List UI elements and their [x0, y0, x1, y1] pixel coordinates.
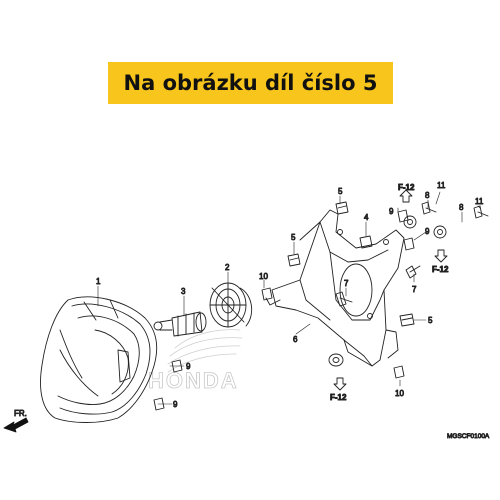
clip-nut-5c [399, 313, 415, 327]
grommet-8a [403, 215, 417, 229]
headlight-stay-bracket [265, 209, 405, 367]
clip-9b [403, 237, 415, 251]
callout-5b: 5 [291, 233, 296, 242]
clip-9c [171, 359, 183, 373]
honda-watermark: HONDA [148, 368, 239, 393]
callout-5c: 5 [428, 316, 433, 325]
callout-7b: 7 [412, 285, 417, 294]
banner-text: Na obrázku díl číslo 5 [123, 71, 378, 95]
callout-6: 6 [293, 335, 298, 344]
bolt-7a [335, 291, 353, 307]
grommet-8b [433, 225, 447, 239]
headlight-assembly [40, 296, 158, 423]
screw-11b [473, 205, 489, 219]
screw-11a [421, 201, 437, 215]
front-label: FR. [14, 409, 27, 418]
bolt-7b [405, 265, 421, 279]
clip-nut-5b [287, 253, 301, 267]
ref-label-f12a: F-12 [398, 183, 415, 192]
honda-wing-logo [167, 329, 243, 373]
callout-2: 2 [225, 263, 230, 272]
clip-9d [153, 397, 165, 411]
callout-9c: 9 [186, 362, 191, 371]
callout-8a: 8 [425, 191, 430, 200]
ref-label-f12b: F-12 [432, 265, 449, 274]
callout-11b: 11 [475, 197, 484, 206]
callout-9d: 9 [173, 400, 178, 409]
clip-9a [397, 209, 409, 223]
nut-clip-4 [359, 235, 373, 249]
front-arrow-icon [3, 417, 29, 433]
callout-9b: 9 [425, 227, 430, 236]
diagram-code: MGSCF0100A [447, 433, 490, 440]
headlight-bulb [153, 311, 207, 337]
callout-10a: 10 [259, 272, 268, 281]
callout-11a: 11 [437, 181, 446, 190]
clip-nut-5a [335, 201, 349, 215]
grommet-f12 [328, 353, 344, 367]
callout-3: 3 [181, 287, 186, 296]
ref-arrow-up-f12a [399, 189, 413, 203]
part-number-banner: Na obrázku díl číslo 5 [108, 62, 393, 104]
callout-7a: 7 [344, 279, 349, 288]
callout-10b: 10 [395, 389, 404, 398]
callout-9a: 9 [389, 207, 394, 216]
ref-label-f12c: F-12 [330, 393, 347, 402]
callout-4: 4 [364, 213, 369, 222]
callout-8b: 8 [459, 203, 464, 212]
ref-arrow-down-f12b [434, 249, 448, 263]
dust-cover [209, 282, 253, 328]
leader-lines [97, 191, 481, 405]
callout-5a: 5 [338, 187, 343, 196]
ref-arrow-down-f12c [333, 377, 347, 391]
callout-1: 1 [96, 277, 101, 286]
clip-10a [261, 287, 273, 301]
clip-10b [393, 365, 405, 379]
